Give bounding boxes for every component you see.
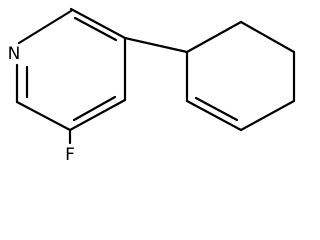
nitrogen-label: N <box>8 44 21 64</box>
pyridine-ring <box>15 7 127 132</box>
bond-n-c2 <box>17 9 73 45</box>
cyclohexene-ring <box>185 20 296 132</box>
bond-ch2 <box>239 20 296 54</box>
bond-ch5-double <box>185 99 243 132</box>
bond-ch1 <box>185 20 243 54</box>
bond-ch5-inner <box>194 96 239 122</box>
bond-c4-c5-inner <box>72 95 117 122</box>
bond-c4-c5 <box>68 98 127 132</box>
bond-ch4 <box>239 99 296 132</box>
bond-c2-c3-double <box>69 7 127 40</box>
chemical-structure-diagram: N F <box>8 7 296 165</box>
bond-pyridine-cyclohexene <box>123 36 189 54</box>
bond-c2-c3-inner <box>73 16 118 42</box>
fluorine-label: F <box>65 145 75 165</box>
bond-c5-c6 <box>15 100 72 132</box>
